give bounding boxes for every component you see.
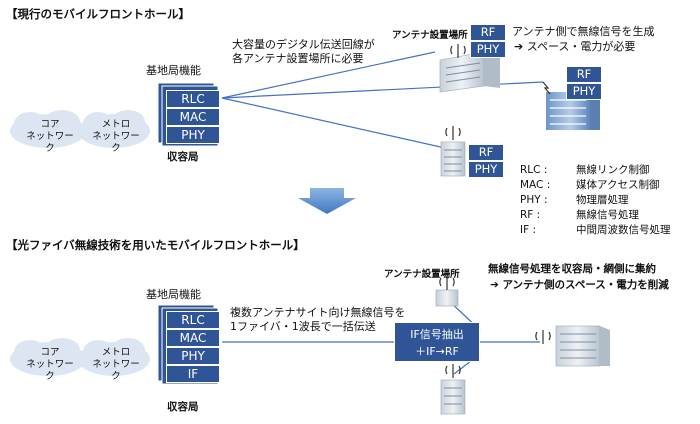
- core-network-cloud-1: [10, 110, 86, 148]
- antenna-site-label-1: アンテナ設置場所: [392, 30, 468, 41]
- remote1-phy-block: PHY: [470, 41, 506, 58]
- legend-value: 媒体アクセス制御: [576, 179, 660, 191]
- if-box-line2: ＋IF→RF: [415, 345, 459, 358]
- note-arrow-icon: ➔: [490, 279, 499, 291]
- section2-title: 【光ファイバ無線技術を用いたモバイルフロントホール】: [6, 238, 305, 252]
- legend-key: IF :: [520, 224, 537, 236]
- remote-note-2-line1: 無線信号処理を収容局・網側に集約: [488, 263, 656, 275]
- legend-key: RLC :: [520, 164, 548, 176]
- remote3-rf-block: RF: [468, 144, 504, 161]
- remote2-rf-block: RF: [566, 66, 602, 83]
- legend-key: MAC :: [520, 179, 551, 191]
- base-station-function-label-2: 基地局機能: [146, 288, 201, 301]
- legend-key: PHY :: [520, 194, 548, 206]
- abbreviation-legend: RLC : 無線リンク制御 MAC : 媒体アクセス制御 PHY : 物理層処理 RF : 無…: [520, 164, 695, 244]
- legend-row: MAC : 媒体アクセス制御: [520, 179, 659, 192]
- legend-value: 無線リンク制御: [576, 164, 650, 176]
- legend-key: RF :: [520, 209, 541, 221]
- remote2-phy-block: PHY: [566, 83, 602, 100]
- if-box-line1: IF信号抽出: [410, 328, 464, 341]
- central-office-label-1: 収容局: [167, 151, 199, 163]
- stack2-mac-block: MAC: [166, 329, 220, 347]
- core-network-label-2: コア ネットワーク: [26, 347, 74, 382]
- central-office-label-2: 収容局: [167, 401, 199, 413]
- stack2-if-block: IF: [166, 365, 220, 383]
- remote-note-2-line2: ➔ アンテナ側のスペース・電力を削減: [490, 279, 669, 291]
- antenna-building-5: [440, 364, 466, 415]
- core-network-label-1: コア ネットワーク: [26, 119, 74, 154]
- stack2-rlc-block: RLC: [166, 311, 220, 329]
- stack2-phy-block: PHY: [166, 347, 220, 365]
- transition-arrow: [298, 188, 356, 214]
- legend-value: 物理層処理: [576, 194, 629, 206]
- metro-network-cloud-2: [78, 338, 150, 376]
- stack1-mac-block: MAC: [166, 108, 220, 126]
- legend-value: 無線信号処理: [576, 209, 639, 221]
- legend-row: RLC : 無線リンク制御: [520, 164, 650, 177]
- metro-network-label-2: メトロ ネットワーク: [92, 347, 140, 382]
- antenna-site-label-2: アンテナ設置場所: [384, 269, 460, 280]
- legend-row: IF : 中間周波数信号処理: [520, 224, 671, 237]
- section1-title: 【現行のモバイルフロントホール】: [6, 7, 190, 21]
- stack1-phy-block: PHY: [166, 126, 220, 144]
- remote-note-1-line1: アンテナ側で無線信号を生成: [512, 25, 655, 38]
- metro-network-cloud-1: [78, 110, 150, 148]
- base-station-function-label-1: 基地局機能: [146, 64, 201, 77]
- remote-note-1-line2: ➔ スペース・電力が必要: [514, 40, 636, 53]
- note-arrow-icon: ➔: [514, 40, 524, 53]
- legend-row: RF : 無線信号処理: [520, 209, 639, 222]
- antenna-building-1: [439, 44, 500, 93]
- core-network-cloud-2: [10, 338, 86, 376]
- remote3-phy-block: PHY: [468, 161, 504, 178]
- legend-row: PHY : 物理層処理: [520, 194, 629, 207]
- line-note-1: 大容量のデジタル伝送回線が 各アンテナ設置場所に必要: [232, 38, 375, 65]
- legend-value: 中間周波数信号処理: [576, 224, 671, 236]
- if-extraction-box: IF信号抽出 ＋IF→RF: [394, 322, 480, 362]
- antenna-building-6: [535, 325, 610, 367]
- remote1-rf-block: RF: [470, 24, 506, 41]
- stack1-rlc-block: RLC: [166, 90, 220, 108]
- antenna-building-4: [435, 276, 459, 307]
- antenna-building-3: [440, 126, 466, 177]
- line-note-2: 複数アンテナサイト向け無線信号を 1ファイバ・1波長で一括伝送: [230, 306, 406, 333]
- metro-network-label-1: メトロ ネットワーク: [92, 119, 140, 154]
